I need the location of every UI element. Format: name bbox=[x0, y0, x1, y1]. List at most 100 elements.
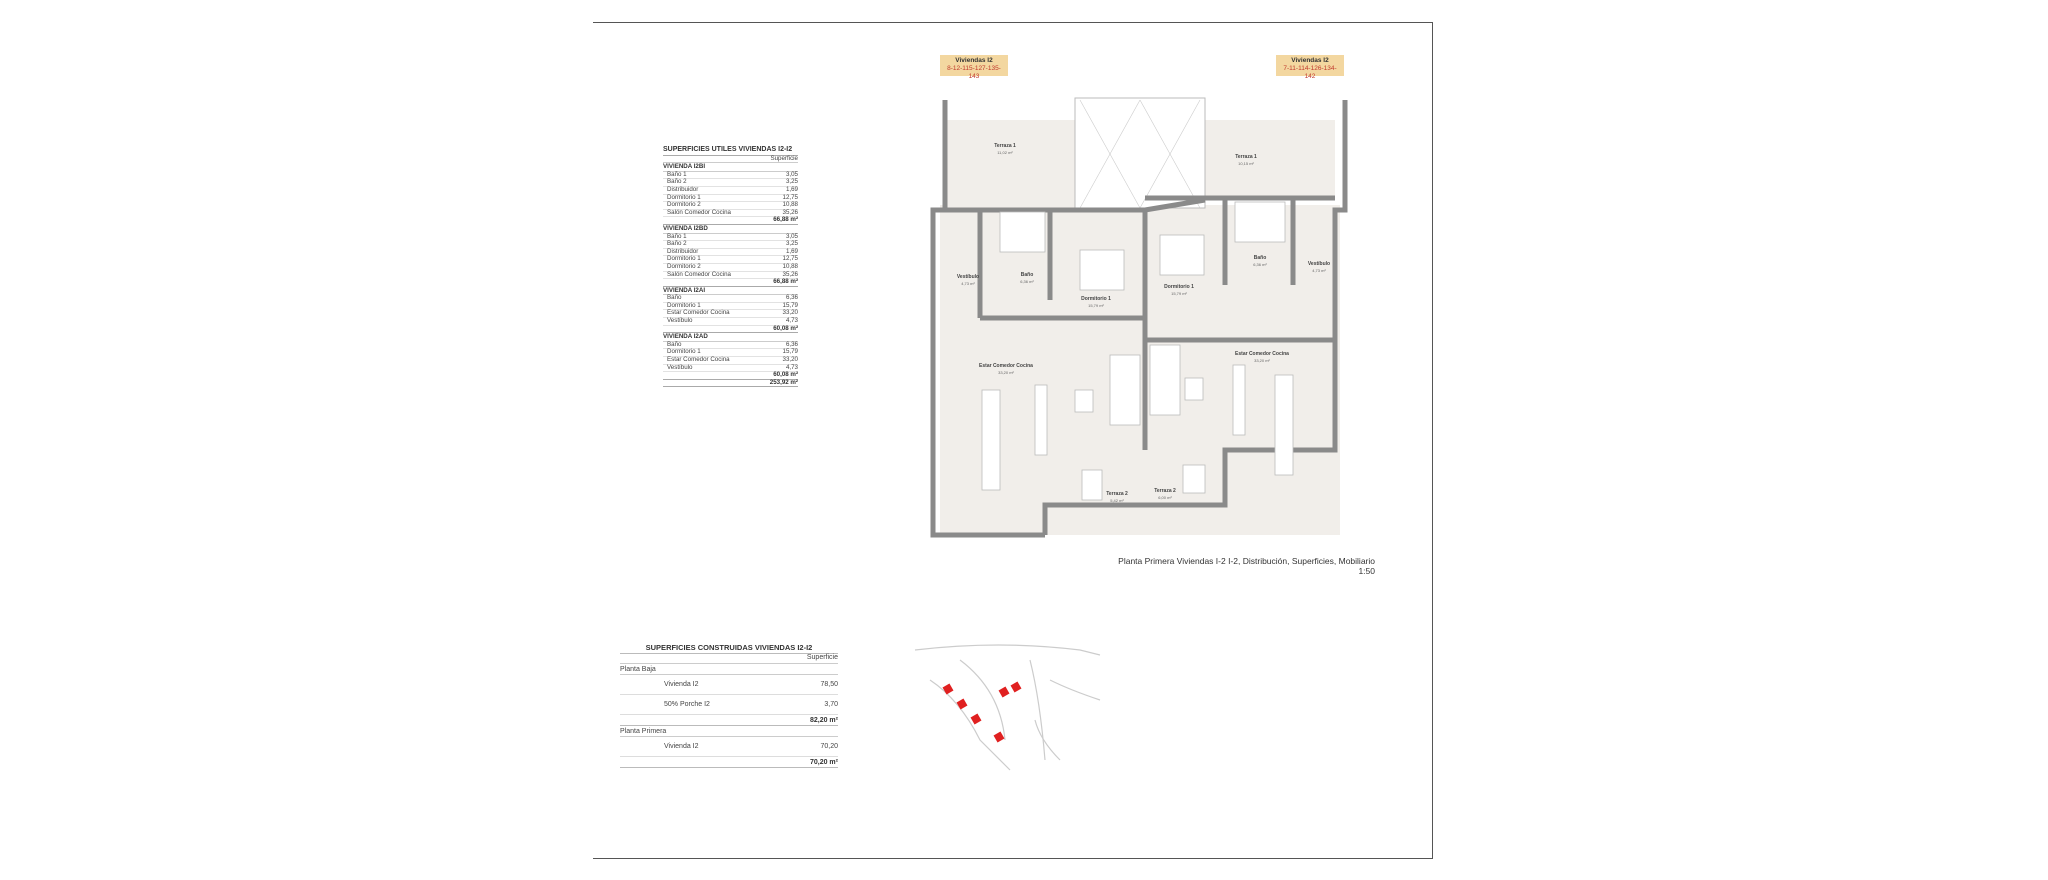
room-name: Distribuidor bbox=[667, 185, 699, 193]
table-row: Baño 1 3,05 bbox=[663, 232, 798, 242]
armchair bbox=[1184, 377, 1204, 401]
table-title: SUPERFICIES CONSTRUIDAS VIVIENDAS I2-I2 bbox=[620, 643, 838, 654]
highlight-lot bbox=[970, 713, 982, 725]
room-name: Estar Comedor Cocina bbox=[667, 309, 730, 317]
room-name: Dormitorio 1 bbox=[667, 193, 701, 201]
room-area: 1,69 bbox=[785, 247, 798, 255]
group-title: VIVIENDA I2AI bbox=[663, 287, 798, 296]
room-name: Vestíbulo bbox=[667, 317, 693, 325]
table-row: Baño 1 3,05 bbox=[663, 170, 798, 180]
room-area: 6,36 bbox=[785, 340, 798, 348]
section-total: 70,20 m² bbox=[620, 757, 838, 768]
sofa bbox=[1109, 354, 1141, 426]
sofa bbox=[1149, 344, 1181, 416]
group-title: VIVIENDA I2BI bbox=[663, 164, 798, 172]
room-name: Baño 2 bbox=[667, 178, 687, 186]
highlight-lot bbox=[998, 686, 1010, 698]
item-name: Vivienda I2 bbox=[664, 681, 699, 688]
room-area: 6,00 m² bbox=[1158, 495, 1172, 500]
room-name: Vestíbulo bbox=[667, 363, 693, 371]
group-title: VIVIENDA I2AD bbox=[663, 334, 798, 342]
group-total: 60,08 m² bbox=[663, 325, 798, 334]
frame-line-top bbox=[593, 22, 1433, 23]
room-area: 6,36 bbox=[785, 294, 798, 302]
room-area: 5,42 m² bbox=[1110, 498, 1124, 503]
group-title: VIVIENDA I2BD bbox=[663, 225, 798, 234]
built-areas-table: SUPERFICIES CONSTRUIDAS VIVIENDAS I2-I2 … bbox=[620, 643, 838, 768]
room-area: 4,73 m² bbox=[961, 281, 975, 286]
frame-line-right bbox=[1432, 22, 1433, 859]
bathtub bbox=[999, 211, 1046, 253]
room-area: 4,73 m² bbox=[1312, 268, 1326, 273]
tag-numbers: 7-11-114-126-134-142 bbox=[1283, 65, 1337, 80]
useful-areas-table: SUPERFICIES UTILES VIVIENDAS I2-I2 Super… bbox=[663, 146, 798, 388]
table-row: Vestíbulo 4,73 bbox=[663, 363, 798, 373]
room-area: 3,05 bbox=[785, 170, 798, 178]
room-area: 33,20 m² bbox=[998, 370, 1014, 375]
room-area: 3,25 bbox=[785, 178, 798, 186]
room-label: Dormitorio 1 bbox=[1081, 296, 1111, 302]
item-name: 50% Porche I2 bbox=[664, 701, 710, 708]
room-label: Terraza 1 bbox=[994, 143, 1016, 149]
room-name: Baño 1 bbox=[667, 232, 687, 240]
room-label: Terraza 2 bbox=[1106, 491, 1128, 497]
drawing-caption: Planta Primera Viviendas I-2 I-2, Distri… bbox=[1100, 556, 1375, 576]
item-area: 78,50 bbox=[820, 681, 838, 688]
item-name: Vivienda I2 bbox=[664, 743, 699, 750]
caption-title: Planta Primera Viviendas I-2 I-2, Distri… bbox=[1118, 556, 1375, 566]
room-label: Baño bbox=[1021, 272, 1034, 278]
group-total: 66,88 m² bbox=[663, 217, 798, 225]
kitchen-island bbox=[1274, 374, 1294, 476]
table-row: Vestíbulo 4,73 bbox=[663, 317, 798, 326]
room-name: Distribuidor bbox=[667, 247, 699, 255]
highlight-lot bbox=[1010, 681, 1022, 693]
section-total: 82,20 m² bbox=[620, 715, 838, 726]
tag-title: Viviendas I2 bbox=[955, 57, 993, 64]
room-name: Baño bbox=[667, 340, 682, 348]
kitchen-island bbox=[981, 389, 1001, 491]
tag-numbers: 8-12-115-127-135-143 bbox=[947, 65, 1001, 80]
room-name: Dormitorio 2 bbox=[667, 201, 701, 209]
room-name: Baño 1 bbox=[667, 170, 687, 178]
grand-total: 253,92 m² bbox=[663, 379, 798, 388]
room-area: 3,05 bbox=[785, 232, 798, 240]
counter bbox=[1034, 384, 1048, 456]
patio-void bbox=[1074, 97, 1206, 209]
room-area: 4,73 bbox=[785, 363, 798, 371]
room-label: Baño bbox=[1254, 255, 1267, 261]
room-name: Estar Comedor Cocina bbox=[667, 356, 730, 364]
item-area: 3,70 bbox=[824, 701, 838, 708]
room-area: 11,02 m² bbox=[997, 150, 1013, 155]
highlight-lot bbox=[956, 698, 968, 710]
table-row: Estar Comedor Cocina 33,20 bbox=[663, 356, 798, 365]
room-area: 15,79 bbox=[782, 348, 798, 356]
room-area: 1,69 bbox=[785, 185, 798, 193]
table-row: Distribuidor 1,69 bbox=[663, 185, 798, 195]
section-title: Planta Baja bbox=[620, 664, 838, 675]
room-label: Estar Comedor Cocina bbox=[979, 363, 1033, 369]
item-area: 70,20 bbox=[820, 743, 838, 750]
room-name: Dormitorio 1 bbox=[667, 348, 701, 356]
room-area: 15,79 m² bbox=[1088, 303, 1104, 308]
room-area: 4,73 bbox=[785, 317, 798, 325]
room-name: Baño 2 bbox=[667, 240, 687, 248]
armchair bbox=[1074, 389, 1094, 413]
table-row: Vivienda I2 78,50 bbox=[620, 675, 838, 695]
room-area: 33,20 bbox=[782, 356, 798, 364]
bed bbox=[1159, 234, 1205, 276]
room-label: Estar Comedor Cocina bbox=[1235, 351, 1289, 357]
room-area: 6,36 m² bbox=[1253, 262, 1267, 267]
group-total: 60,08 m² bbox=[663, 372, 798, 380]
room-name: Salón Comedor Cocina bbox=[667, 208, 731, 216]
table-row: 50% Porche I2 3,70 bbox=[620, 695, 838, 715]
room-label: Vestíbulo bbox=[1308, 261, 1330, 267]
